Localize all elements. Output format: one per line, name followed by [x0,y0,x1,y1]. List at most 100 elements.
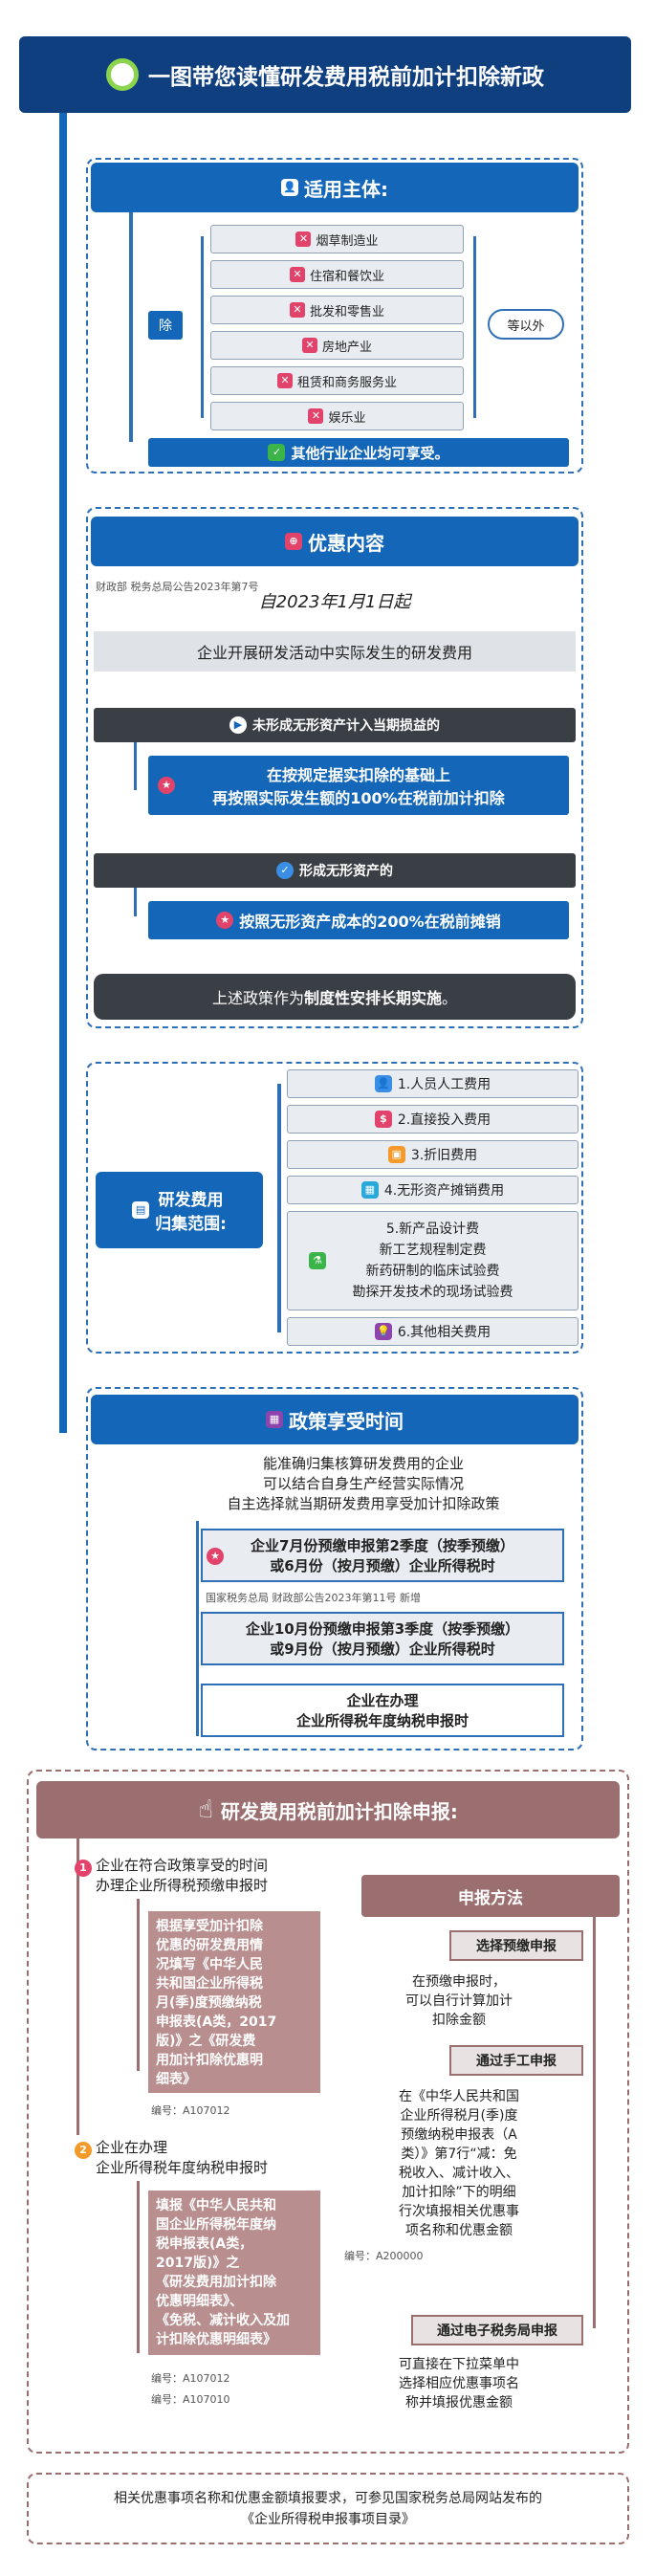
step1-detail-line: 用加计扣除优惠明 [156,2053,263,2068]
section-filing [27,1770,629,2454]
scope-bracket [277,1084,281,1332]
check-icon: ✓ [268,444,286,461]
step1-detail-line: 根据享受加计扣除 [156,1919,263,1934]
scope-list: 👤1.人员人工费用 $2.直接投入费用 ▣3.折旧费用 ▦4.无形资产摊销费用 … [287,1069,579,1346]
method2-label: 通过手工申报 [449,2045,583,2076]
time-bracket [196,1521,199,1736]
step2-title: 2 企业在办理 企业所得税年度纳税申报时 [75,2138,269,2178]
benefit-header: ⊕ 优惠内容 [91,517,579,566]
calendar-icon: ▦ [266,1411,283,1428]
s1-branch [129,212,133,442]
method3-label: 通过电子税务局申报 [411,2315,583,2345]
method2-detail-line: 项名称和优惠金额 [405,2223,513,2238]
time-p2-line2: 或9月份（按月预缴）企业所得税时 [270,1640,495,1658]
case1-branch [134,742,137,790]
industry-label: 房地产业 [321,340,372,355]
time-p1-line1: 企业7月份预缴申报第2季度（按季预缴） [251,1537,514,1554]
footer-line2: 《企业所得税申报事项目录》 [241,2511,415,2527]
scope-item5-line: 新药研制的临床试验费 [365,1264,500,1279]
method3-detail-line: 称并填报优惠金额 [405,2395,513,2411]
case2-text: 形成无形资产的 [299,864,393,879]
industry-label: 娱乐业 [328,410,366,426]
besides-box: 等以外 [488,309,564,340]
scope-item-label: 6.其他相关费用 [397,1325,491,1340]
method3-text: 通过电子税务局申报 [437,2323,557,2339]
note-prefix: 上述政策作为 [211,989,304,1007]
check-circle-icon: ✓ [276,862,294,879]
x-icon: ✕ [301,338,317,353]
x-icon: ✕ [289,267,305,282]
x-icon: ✕ [295,231,312,247]
scope-item-label: 1.人员人工费用 [397,1077,491,1092]
method1-label: 选择预缴申报 [449,1930,583,1961]
step1-detail-line: 况填写《中华人民 [156,1957,263,1972]
note-bold: 制度性安排长期实施 [303,989,442,1007]
case2-detail: ★按照无形资产成本的200%在税前摊销 [148,901,569,939]
time-p1: ★ 企业7月份预缴申报第2季度（按季预缴） 或6月份（按月预缴）企业所得税时 [201,1529,564,1582]
filing-header: ☝ 研发费用税前加计扣除申报: [36,1781,620,1838]
benefit-title: 优惠内容 [308,531,384,555]
scope-item-label: 2.直接投入费用 [397,1112,491,1128]
step2-detail-line: 《免税、减计收入及加 [156,2313,290,2328]
step1-detail: 根据享受加计扣除 优惠的研发费用情 况填写《中华人民 共和国企业所得税 月(季)… [148,1911,320,2093]
document-icon: ▤ [132,1201,150,1219]
time-intro: 能准确归集核算研发费用的企业 可以结合自身生产经营实际情况 自主选择就当期研发费… [182,1454,545,1514]
case2-detail-text: 按照无形资产成本的200%在税前摊销 [239,913,501,931]
step1-badge: 1 [75,1860,92,1877]
benefit-date-text: 自2023年1月1日起 [258,592,411,612]
industry-item: ✕批发和零售业 [210,296,464,324]
benefit-note: 上述政策作为制度性安排长期实施。 [94,974,576,1020]
trunk-line [59,113,67,1433]
method2-detail-line: 企业所得税月(季)度 [400,2108,518,2124]
x-icon: ✕ [289,302,305,318]
applicable-title: 适用主体: [304,177,388,201]
method2-text: 通过手工申报 [476,2054,557,2069]
method3-detail-line: 选择相应优惠事项名 [399,2376,519,2391]
case2-branch [134,888,137,916]
star-icon: ★ [207,1548,224,1565]
step1-detail-line: 申报表(A类，2017 [156,2015,277,2030]
flask-icon: ⚗ [309,1252,326,1269]
scope-item5-line: 勘探开发技术的现场试验费 [352,1285,513,1300]
method-header-text: 申报方法 [458,1888,523,1908]
step2-detail-line: 计扣除优惠明细表》 [156,2332,276,2347]
title-bar: 一图带您读懂研发费用税前加计扣除新政 [19,36,631,113]
step2-line1: 企业在办理 [96,2139,168,2156]
industry-item: ✕ 住宿和餐饮业 [210,260,464,289]
time-intro-line: 自主选择就当期研发费用享受加计扣除政策 [227,1495,500,1512]
scope-item: ▣ 3.折旧费用 [287,1140,579,1169]
time-p3-line2: 企业所得税年度纳税申报时 [295,1712,469,1729]
filing-trunk [76,1838,79,2135]
benefit-intro: 企业开展研发活动中实际发生的研发费用 [94,631,576,672]
industry-label: 租赁和商务服务业 [296,375,397,390]
step1-detail-line: 版)》之《研发费 [156,2034,256,2049]
ind-bracket-right [473,236,476,418]
time-p3-line1: 企业在办理 [346,1692,419,1709]
star-icon: ★ [158,777,175,794]
scope-item: $2.直接投入费用 [287,1105,579,1134]
step2-detail-line: 税申报表(A类， [156,2236,253,2252]
step2-detail-line: 优惠明细表》、 [156,2294,243,2309]
industry-list: ✕烟草制造业 ✕住宿和餐饮业 ✕批发和零售业 ✕房地产业 ✕租赁和商务服务业 ✕… [210,225,464,430]
step1-detail-line: 共和国企业所得税 [156,1976,263,1992]
person-icon: 👤 [374,1075,392,1092]
case1-bar: ▶未形成无形资产计入当期损益的 [94,708,576,742]
code3: 编号：A107010 [151,2393,230,2406]
time-intro-line: 能准确归集核算研发费用的企业 [262,1455,464,1472]
method1-text: 选择预缴申报 [476,1939,557,1954]
step2-line2: 企业所得税年度纳税申报时 [96,2159,269,2176]
scope-item-label: 3.折旧费用 [410,1148,478,1163]
benefit-source: 财政部 税务总局公告2023年第7号 [96,581,259,593]
scope-item: 💡6.其他相关费用 [287,1317,579,1346]
method3-detail-line: 可直接在下拉菜单中 [399,2357,519,2372]
method2-detail-line: 预缴纳税申报表（A [401,2127,517,2143]
box-icon: ▣ [387,1146,405,1163]
code4: 编号：A200000 [344,2250,424,2262]
scope-item: 👤 1.人员人工费用 [287,1069,579,1098]
industry-label: 住宿和餐饮业 [309,269,384,284]
scope-item-label: 4.无形资产摊销费用 [383,1183,505,1199]
method1-detail-line: 扣除金额 [432,2013,486,2028]
case1-text: 未形成无形资产计入当期损益的 [252,718,440,734]
applicable-footer-text: 其他行业企业均可享受。 [291,444,449,462]
method-header: 申报方法 [361,1875,620,1917]
